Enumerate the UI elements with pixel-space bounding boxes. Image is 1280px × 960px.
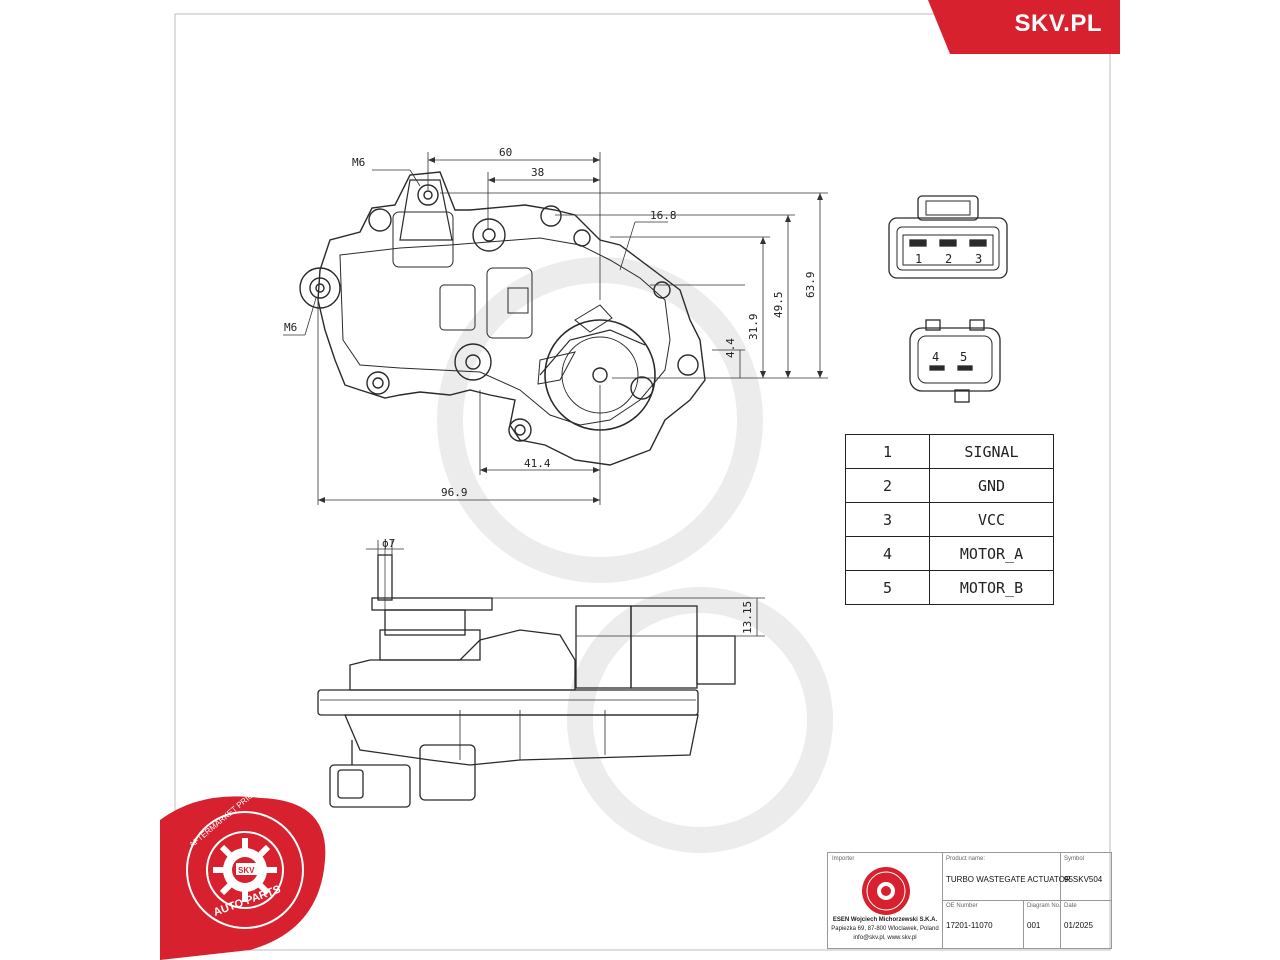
date-label: Date	[1064, 903, 1077, 909]
pin-number: 1	[845, 434, 930, 469]
importer-address: Papiezka 69, 87-800 Wloclawek, Poland	[831, 926, 939, 932]
symbol-value: 95SKV504	[1064, 875, 1103, 884]
connector-2pin-drawing	[909, 319, 1001, 403]
table-row: 3 VCC	[845, 502, 1054, 537]
dim-m6-top: M6	[352, 156, 365, 169]
product-name-label: Product name:	[946, 856, 986, 862]
brand-corner-shape	[928, 0, 1120, 54]
connector-3pin-drawing	[888, 195, 1008, 279]
table-row: 2 GND	[845, 468, 1054, 503]
importer-seal-logo	[862, 867, 910, 915]
dim-m6-left: M6	[284, 321, 297, 334]
importer-name: ESEN Wojciech Michorzewski S.K.A.	[832, 917, 938, 923]
top-view-dimension-lines	[283, 152, 828, 505]
importer-label: Importer	[832, 856, 855, 862]
dim-38: 38	[531, 166, 544, 179]
importer-contact: info@skv.pl, www.skv.pl	[853, 935, 917, 941]
oe-number-label: OE Number	[946, 903, 978, 909]
pinout-table: 1 SIGNAL 2 GND 3 VCC 4 MOTOR_A 5 MOTOR_B	[845, 434, 1054, 605]
pin-signal: MOTOR_B	[929, 570, 1054, 605]
oe-number: 17201-11070	[946, 921, 993, 930]
dim-49-5: 49.5	[772, 292, 785, 319]
pin-number: 4	[845, 536, 930, 571]
dim-63-9: 63.9	[804, 272, 817, 299]
connector-pin-3-label: 3	[975, 252, 982, 266]
dim-16-8: 16.8	[650, 209, 677, 222]
pin-number: 3	[845, 502, 930, 537]
skv-seal-logo	[160, 796, 326, 960]
dimension-arrows	[318, 157, 823, 503]
actuator-side-view	[317, 548, 736, 808]
pin-number: 2	[845, 468, 930, 503]
table-row: 5 MOTOR_B	[845, 570, 1054, 605]
pin-signal: GND	[929, 468, 1054, 503]
connector-pin-4-label: 4	[932, 350, 939, 364]
dim-4-4: 4.4	[724, 338, 737, 358]
table-row: 4 MOTOR_A	[845, 536, 1054, 571]
pin-number: 5	[845, 570, 930, 605]
pin-signal: VCC	[929, 502, 1054, 537]
dim-31-9: 31.9	[747, 314, 760, 341]
dim-41-4: 41.4	[524, 457, 551, 470]
dim-96-9: 96.9	[441, 486, 468, 499]
dim-60: 60	[499, 146, 512, 159]
date-value: 01/2025	[1064, 921, 1093, 930]
pin-signal: SIGNAL	[929, 434, 1054, 469]
seal-center-text: SKV	[238, 866, 255, 875]
diagram-no: 001	[1027, 921, 1041, 930]
table-row: 1 SIGNAL	[845, 434, 1054, 469]
connector-pin-1-label: 1	[915, 252, 922, 266]
symbol-label: Symbol	[1064, 856, 1085, 862]
watermark-gears	[437, 257, 833, 853]
pin-signal: MOTOR_A	[929, 536, 1054, 571]
title-block: Importer ESEN Wojciech Michorzewski S.K.…	[827, 852, 1112, 949]
dim-phi-7: ϕ7	[382, 537, 395, 550]
dim-13-15: 13.15	[741, 601, 754, 634]
connector-pin-2-label: 2	[945, 252, 952, 266]
side-view-dimension-lines	[366, 540, 765, 637]
diagram-no-label: Diagram No.	[1027, 903, 1061, 909]
connector-pin-5-label: 5	[960, 350, 967, 364]
brand-site-label: SKV.PL	[1014, 10, 1102, 37]
drawing-frame	[174, 13, 1111, 951]
product-name: TURBO WASTEGATE ACTUATOR	[946, 875, 1071, 884]
